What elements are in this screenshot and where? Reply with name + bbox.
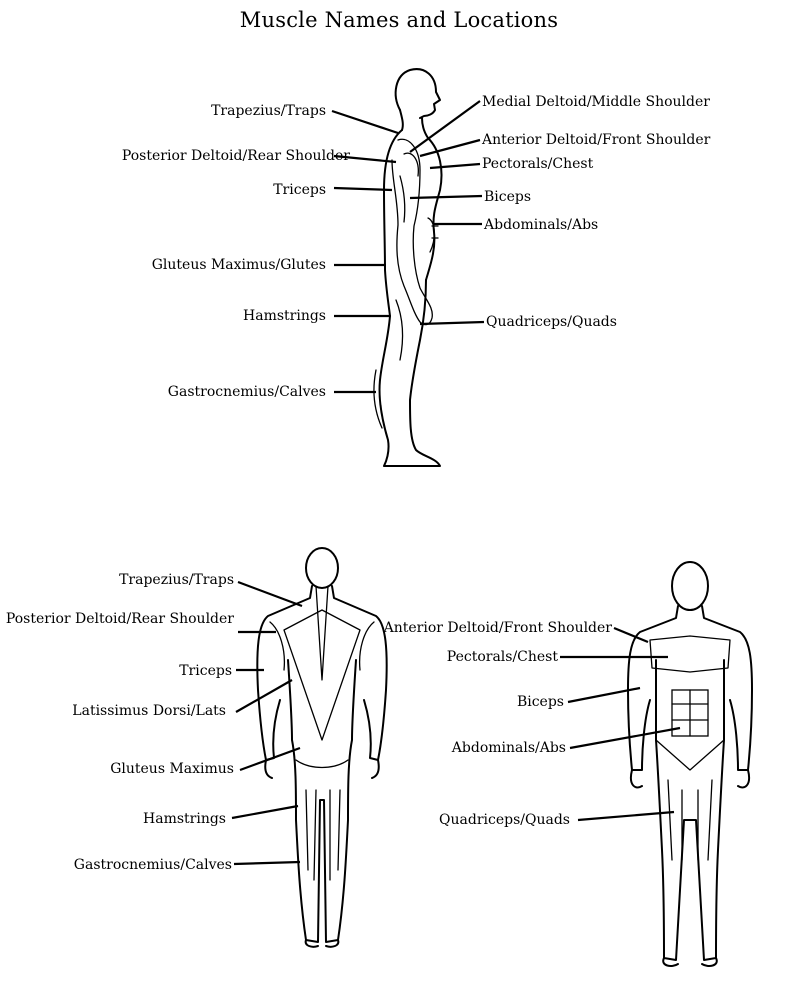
- side-back-outline: [383, 129, 403, 317]
- side-arm: [391, 138, 433, 326]
- back-label-gluteus: Gluteus Maximus: [110, 761, 234, 777]
- side-abs-seg: [431, 225, 439, 239]
- side-front-outline: [425, 137, 443, 281]
- side-label-gastrocnemius: Gastrocnemius/Calves: [167, 384, 326, 400]
- front-label-pectorals: Pectorals/Chest: [446, 649, 558, 665]
- page-title: Muscle Names and Locations: [239, 8, 559, 32]
- side-hamstring-line: [395, 299, 404, 361]
- front-view-leaders: [560, 626, 681, 822]
- side-calf-line: [373, 369, 383, 429]
- side-head: [394, 68, 441, 119]
- back-label-hamstrings: Hamstrings: [143, 811, 226, 827]
- side-label-medial-deltoid: Medial Deltoid/Middle Shoulder: [482, 94, 710, 110]
- back-lats: [283, 609, 361, 741]
- front-groin-line: [655, 739, 725, 771]
- side-label-pectorals: Pectorals/Chest: [482, 156, 594, 172]
- side-label-gluteus: Gluteus Maximus/Glutes: [151, 257, 326, 273]
- back-label-triceps: Triceps: [179, 663, 232, 679]
- back-right-shoulder-arm: [331, 585, 388, 761]
- back-deltoid-lines: [269, 621, 375, 671]
- side-label-abdominals: Abdominals/Abs: [484, 217, 599, 233]
- back-left-shoulder-arm: [256, 585, 313, 761]
- front-pectorals: [649, 635, 731, 673]
- back-head: [305, 547, 339, 589]
- front-torso-legs: [655, 659, 725, 961]
- front-right-shoulder-arm: [701, 605, 753, 771]
- side-neck-back: [399, 109, 404, 131]
- back-torso-legs: [287, 659, 357, 943]
- side-view-figure: [373, 68, 443, 467]
- back-hands: [264, 759, 380, 779]
- side-abs-line: [427, 217, 435, 253]
- front-feet: [662, 957, 718, 967]
- side-neck-front: [421, 117, 429, 139]
- front-label-anterior-deltoid: Anterior Deltoid/Front Shoulder: [383, 620, 612, 636]
- front-left-shoulder-arm: [627, 605, 679, 771]
- front-quad-lines: [667, 779, 713, 861]
- back-label-trapezius: Trapezius/Traps: [119, 572, 234, 588]
- side-deltoid-line: [403, 152, 419, 177]
- side-label-anterior-deltoid: Anterior Deltoid/Front Shoulder: [482, 132, 711, 148]
- front-label-abdominals: Abdominals/Abs: [451, 740, 566, 756]
- side-label-hamstrings: Hamstrings: [243, 308, 326, 324]
- back-view-leaders: [231, 580, 303, 866]
- back-spine: [315, 585, 329, 681]
- side-label-triceps: Triceps: [273, 182, 326, 198]
- side-legs: [378, 279, 441, 467]
- back-label-gastrocnemius: Gastrocnemius/Calves: [73, 857, 232, 873]
- back-label-latissimus: Latissimus Dorsi/Lats: [72, 703, 226, 719]
- side-label-biceps: Biceps: [484, 189, 532, 205]
- front-view-figure: [627, 561, 753, 967]
- back-hamstring-lines: [305, 789, 341, 881]
- side-triceps-line: [399, 175, 406, 223]
- front-head: [671, 561, 709, 611]
- side-label-trapezius: Trapezius/Traps: [211, 103, 326, 119]
- side-view-leaders: [331, 100, 485, 394]
- front-hands: [630, 769, 750, 789]
- front-abs-lines: [671, 689, 709, 737]
- front-label-quadriceps: Quadriceps/Quads: [439, 812, 570, 828]
- front-label-biceps: Biceps: [516, 694, 564, 710]
- back-glute-line: [295, 759, 349, 769]
- back-feet: [304, 939, 340, 948]
- side-label-quadriceps: Quadriceps/Quads: [486, 314, 617, 330]
- back-label-posterior-deltoid: Posterior Deltoid/Rear Shoulder: [5, 611, 234, 627]
- back-view-figure: [256, 547, 388, 948]
- side-label-posterior-deltoid: Posterior Deltoid/Rear Shoulder: [121, 148, 350, 164]
